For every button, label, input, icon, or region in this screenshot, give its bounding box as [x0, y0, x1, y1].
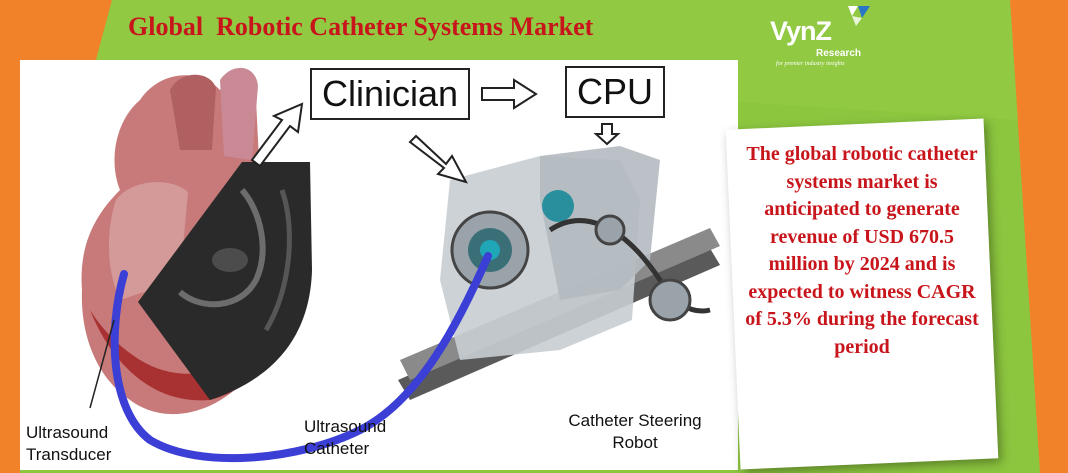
ultrasound-catheter-line-2: Catheter: [304, 439, 370, 458]
catheter-cable: [110, 252, 492, 463]
logo-sub: Research: [816, 48, 862, 59]
vynz-logo: VynZ Research for premier industry insig…: [770, 4, 880, 70]
arrow-cpu-to-robot-icon: [593, 123, 621, 146]
arrow-clinician-to-cpu-icon: [481, 78, 538, 110]
clinician-box: Clinician: [310, 68, 470, 120]
transducer-pointer: [89, 319, 115, 409]
ultrasound-transducer-line-2: Transducer: [26, 445, 112, 464]
robot-illustration: [398, 146, 720, 400]
logo-mark-icon: [848, 6, 870, 26]
ultrasound-catheter-label: Ultrasound Catheter: [304, 416, 386, 460]
diagram-panel: Clinician CPU Ultrasound Transducer Ultr…: [20, 60, 738, 470]
cpu-box: CPU: [565, 66, 665, 118]
page-title: Global Robotic Catheter Systems Market: [128, 12, 594, 41]
market-summary-text: The global robotic catheter systems mark…: [745, 143, 979, 358]
diagram-illustration: [81, 67, 720, 463]
ultrasound-transducer-label: Ultrasound Transducer: [26, 422, 111, 466]
ultrasound-transducer-line-1: Ultrasound: [26, 423, 109, 442]
catheter-steering-robot-line-2: Robot: [612, 433, 658, 452]
logo-name: VynZ: [770, 16, 832, 46]
logo-tagline: for premier industry insights: [776, 61, 845, 67]
ultrasound-catheter-line-1: Ultrasound: [304, 417, 387, 436]
catheter-steering-robot-label: Catheter Steering Robot: [550, 410, 720, 454]
catheter-steering-robot-line-1: Catheter Steering: [568, 411, 702, 430]
ultrasound-scan-image: [138, 162, 312, 400]
arrow-clinician-to-robot-icon: [408, 134, 469, 184]
arrow-heart-to-clinician-icon: [250, 102, 304, 168]
